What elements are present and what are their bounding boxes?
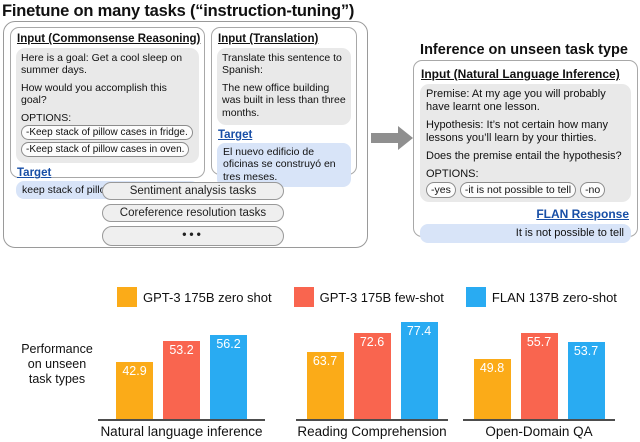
nli-option-not-possible: -it is not possible to tell xyxy=(459,181,577,198)
bar-value-label: 55.7 xyxy=(526,335,552,349)
bar-value-label: 53.2 xyxy=(169,343,194,357)
flan-response-label: FLAN Response xyxy=(536,206,629,221)
finetune-section-title: Finetune on many tasks (“instruction-tun… xyxy=(2,2,355,20)
right-arrow-icon xyxy=(371,133,398,143)
translation-card: Input (Translation) Translate this sente… xyxy=(211,27,357,187)
commonsense-input-header: Input (Commonsense Reasoning) xyxy=(17,33,201,45)
commonsense-reasoning-card: Input (Commonsense Reasoning) Here is a … xyxy=(10,27,205,200)
nli-input-header: Input (Natural Language Inference) xyxy=(421,67,620,81)
category-label-open-domain-qa: Open-Domain QA xyxy=(485,424,593,439)
chart-y-axis-label: Performance on unseen task types xyxy=(7,342,107,387)
bar-nli-gpt3-zero: 42.9 xyxy=(116,362,153,419)
nli-options-row: -yes -it is not possible to tell -no xyxy=(426,181,625,198)
task-pill-list: Sentiment analysis tasks Coreference res… xyxy=(102,182,284,246)
bar-value-label: 72.6 xyxy=(359,335,385,349)
legend-item-gpt3-zero-shot: GPT-3 175B zero shot xyxy=(117,287,272,307)
translation-sentence-text: The new office building was built in les… xyxy=(222,81,346,119)
nli-hypothesis-text: Hypothesis: It’s not certain how many le… xyxy=(426,118,608,144)
bar-nli-gpt3-few: 53.2 xyxy=(163,341,200,419)
category-label-nli: Natural language inference xyxy=(100,424,263,439)
bar-nli-flan: 56.2 xyxy=(210,335,247,419)
bar-qa-flan: 53.7 xyxy=(567,342,605,419)
bar-value-label: 49.8 xyxy=(479,361,505,375)
category-label-reading-comprehension: Reading Comprehension xyxy=(297,424,447,439)
legend-swatch-blue xyxy=(465,287,486,307)
ylabel-line: task types xyxy=(28,372,86,386)
nli-question-text: Does the premise entail the hypothesis? xyxy=(426,149,622,162)
commonsense-options-label: OPTIONS: xyxy=(21,111,72,124)
commonsense-input-bubble: Here is a goal: Get a cool sleep on summ… xyxy=(16,48,199,163)
bar-rc-gpt3-few: 72.6 xyxy=(353,333,391,419)
commonsense-goal-text: Here is a goal: Get a cool sleep on summ… xyxy=(21,52,183,77)
bar-value-label: 42.9 xyxy=(122,364,147,378)
inference-section-title: Inference on unseen task type xyxy=(420,42,628,58)
commonsense-option-1: -Keep stack of pillow cases in fridge. xyxy=(21,124,193,140)
nli-input-bubble: Premise: At my age you will probably hav… xyxy=(420,84,631,202)
bar-group-axis: 49.8 55.7 53.7 xyxy=(463,322,615,421)
translation-instruction-text: Translate this sentence to Spanish: xyxy=(222,52,342,77)
bar-rc-gpt3-zero: 63.7 xyxy=(306,352,344,419)
sentiment-tasks-pill: Sentiment analysis tasks xyxy=(102,182,284,200)
bar-group-axis: 42.9 53.2 56.2 xyxy=(98,322,265,421)
legend-label: FLAN 137B zero-shot xyxy=(491,289,617,305)
legend-swatch-orange xyxy=(117,287,137,307)
nli-inference-card: Input (Natural Language Inference) Premi… xyxy=(413,60,638,243)
nli-options-label: OPTIONS: xyxy=(426,167,479,180)
bar-group-axis: 63.7 72.6 77.4 xyxy=(296,322,448,421)
more-tasks-ellipsis-pill: ••• xyxy=(102,226,284,246)
bar-value-label: 77.4 xyxy=(406,324,432,338)
translation-input-header: Input (Translation) xyxy=(218,33,319,45)
ylabel-line: Performance xyxy=(21,342,93,356)
nli-option-no: -no xyxy=(580,181,606,198)
flan-response-bubble: It is not possible to tell xyxy=(420,223,631,243)
legend-swatch-red xyxy=(293,287,314,307)
commonsense-target-label: Target xyxy=(17,166,52,179)
translation-input-bubble: Translate this sentence to Spanish: The … xyxy=(217,48,351,125)
legend-label: GPT-3 175B few-shot xyxy=(319,289,444,305)
translation-target-bubble: El nuevo edificio de oficinas se constru… xyxy=(217,142,351,187)
bar-value-label: 63.7 xyxy=(312,354,338,368)
coreference-tasks-pill: Coreference resolution tasks xyxy=(102,204,284,222)
bar-qa-gpt3-zero: 49.8 xyxy=(473,359,511,419)
nli-premise-text: Premise: At my age you will probably hav… xyxy=(426,88,606,113)
bar-group-reading-comprehension: 63.7 72.6 77.4 Reading Comprehension xyxy=(296,322,448,439)
commonsense-option-2: -Keep stack of pillow cases in oven. xyxy=(21,141,190,157)
legend-label: GPT-3 175B zero shot xyxy=(143,289,272,305)
commonsense-question-text: How would you accomplish this goal? xyxy=(21,81,167,107)
nli-option-yes: -yes xyxy=(426,181,456,198)
right-arrow-head-icon xyxy=(398,126,413,150)
bar-value-label: 53.7 xyxy=(573,344,599,358)
bar-group-nli: 42.9 53.2 56.2 Natural language inferenc… xyxy=(98,322,265,439)
ylabel-line: on unseen xyxy=(27,357,87,371)
bar-rc-flan: 77.4 xyxy=(400,322,438,419)
legend-item-flan-zero-shot: FLAN 137B zero-shot xyxy=(465,287,617,307)
bar-value-label: 56.2 xyxy=(216,337,241,351)
bar-group-open-domain-qa: 49.8 55.7 53.7 Open-Domain QA xyxy=(463,322,615,439)
translation-target-label: Target xyxy=(218,128,253,141)
legend-item-gpt3-few-shot: GPT-3 175B few-shot xyxy=(293,287,444,307)
bar-qa-gpt3-few: 55.7 xyxy=(520,333,558,419)
chart-legend: GPT-3 175B zero shot GPT-3 175B few-shot… xyxy=(117,287,617,307)
